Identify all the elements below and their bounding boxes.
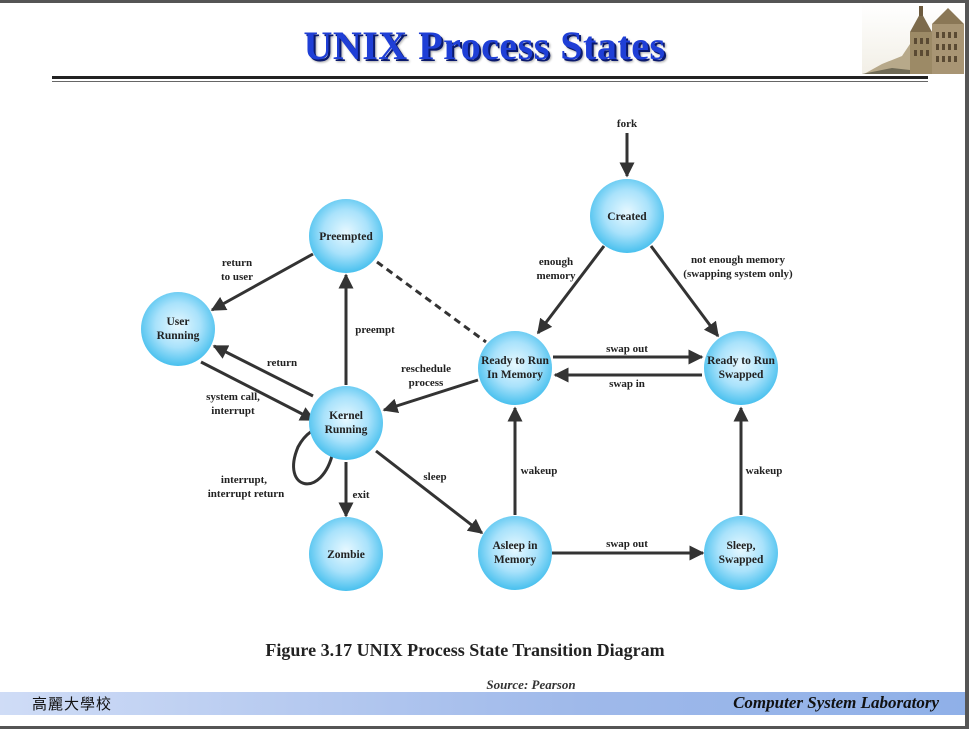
state-kernel-running: Kernel Running bbox=[309, 386, 383, 460]
label-preempt: preempt bbox=[355, 324, 395, 336]
dashed-preempted-link bbox=[376, 260, 487, 344]
label-swap-out-top: swap out bbox=[606, 343, 648, 355]
label-not-enough-memory-line1: not enough memory bbox=[691, 254, 786, 266]
label-system-call-line2: interrupt bbox=[211, 405, 255, 417]
slide-title: UNIX Process States bbox=[303, 23, 666, 68]
label-not-enough-memory-line2: (swapping system only) bbox=[683, 268, 793, 280]
state-ready-in-memory: Ready to Run In Memory bbox=[478, 331, 552, 405]
label-fork: fork bbox=[617, 118, 638, 130]
label-exit: exit bbox=[352, 489, 369, 501]
label-interrupt-line1: interrupt, bbox=[221, 474, 267, 486]
state-ready-swapped: Ready to Run Swapped bbox=[704, 331, 778, 405]
state-zombie-label: Zombie bbox=[327, 549, 365, 561]
figure-source: Source: Pearson bbox=[486, 677, 576, 692]
state-created: Created bbox=[590, 179, 664, 253]
footer-university-name: 高麗大學校 bbox=[32, 695, 113, 713]
label-sleep: sleep bbox=[423, 471, 446, 483]
label-interrupt-line2: interrupt return bbox=[208, 488, 284, 500]
label-enough-memory-line1: enough bbox=[539, 256, 573, 268]
label-wakeup-right: wakeup bbox=[746, 465, 783, 477]
state-ready-in-memory-line1: Ready to Run bbox=[481, 355, 549, 367]
arrow-kernel-to-asleep bbox=[375, 449, 484, 535]
slide-border-right bbox=[965, 0, 969, 729]
state-asleep-in-memory: Asleep in Memory bbox=[478, 516, 552, 590]
figure-caption: Figure 3.17 UNIX Process State Transitio… bbox=[265, 640, 665, 660]
title-rule bbox=[52, 76, 928, 79]
arrow-created-to-ready-memory bbox=[536, 245, 606, 335]
label-swap-out-bottom: swap out bbox=[606, 538, 648, 550]
arrow-kernel-to-user-return bbox=[212, 344, 314, 398]
state-sleep-swapped-line2: Swapped bbox=[719, 554, 764, 566]
state-asleep-in-memory-line2: Memory bbox=[494, 554, 536, 566]
state-preempted: Preempted bbox=[309, 199, 383, 273]
state-kernel-running-line2: Running bbox=[325, 424, 368, 436]
state-asleep-in-memory-line1: Asleep in bbox=[492, 540, 538, 552]
label-return: return bbox=[267, 357, 297, 369]
state-user-running: User Running bbox=[141, 292, 215, 366]
title-rule-thin bbox=[52, 81, 928, 82]
state-ready-swapped-line1: Ready to Run bbox=[707, 355, 775, 367]
arrow-user-to-kernel bbox=[200, 360, 316, 422]
state-sleep-swapped: Sleep, Swapped bbox=[704, 516, 778, 590]
state-sleep-swapped-line1: Sleep, bbox=[726, 540, 755, 552]
state-user-running-line2: Running bbox=[157, 330, 200, 342]
footer-band: 高麗大學校 Computer System Laboratory bbox=[0, 692, 965, 715]
slide-border-top bbox=[0, 0, 969, 3]
label-return-to-user-line1: return bbox=[222, 257, 252, 269]
arrow-preempted-to-user-running bbox=[210, 252, 314, 312]
state-zombie: Zombie bbox=[309, 517, 383, 591]
label-reschedule-line2: process bbox=[409, 377, 444, 389]
label-wakeup-left: wakeup bbox=[521, 465, 558, 477]
arrow-ready-memory-to-kernel bbox=[382, 378, 479, 414]
state-user-running-line1: User bbox=[167, 316, 190, 328]
label-reschedule-line1: reschedule bbox=[401, 363, 451, 375]
state-created-label: Created bbox=[607, 211, 647, 223]
state-ready-swapped-line2: Swapped bbox=[719, 369, 764, 381]
label-return-to-user-line2: to user bbox=[221, 271, 253, 283]
label-enough-memory-line2: memory bbox=[536, 270, 576, 282]
label-system-call-line1: system call, bbox=[206, 391, 260, 403]
state-kernel-running-line1: Kernel bbox=[329, 410, 363, 422]
slide-border-bottom bbox=[0, 726, 969, 729]
state-ready-in-memory-line2: In Memory bbox=[487, 369, 543, 381]
state-preempted-label: Preempted bbox=[319, 231, 373, 243]
label-swap-in: swap in bbox=[609, 378, 645, 390]
arrow-created-to-ready-swapped bbox=[649, 245, 720, 338]
university-building-image bbox=[862, 4, 964, 74]
footer-lab-name: Computer System Laboratory bbox=[733, 693, 939, 712]
